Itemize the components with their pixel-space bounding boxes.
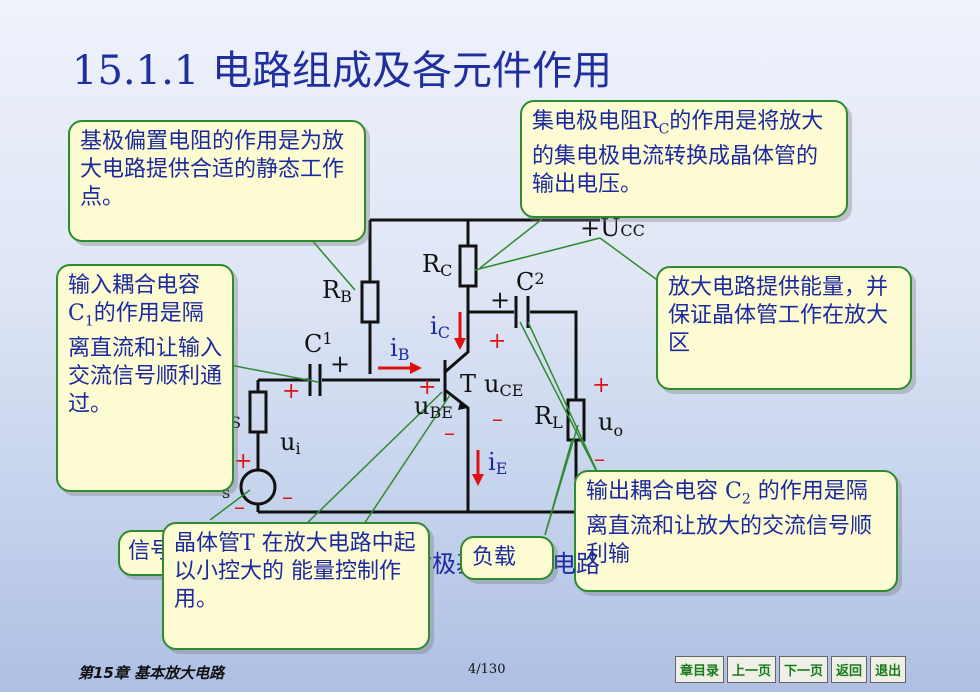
rs-resistor [248,390,268,434]
callout-transistor: 晶体管T 在放大电路中起以小控大的 能量控制作用。 [162,522,430,650]
pointer-load [544,424,579,536]
label-uo: uo [598,408,623,440]
label-rb: RB [322,276,352,306]
toc-button[interactable]: 章目录 [675,656,725,683]
polarity-us-minus: – [234,495,245,520]
emitter-arrow [458,402,468,410]
pointer-c1 [229,364,319,383]
callout-rb: 基极偏置电阻的作用是为放大电路提供合适的静态工作点。 [68,120,366,242]
label-rc: RC [422,250,452,280]
polarity-us-plus: + [234,449,252,474]
pointer-vcc [474,237,661,283]
label-ui: ui [280,428,301,458]
rc-resistor [458,244,478,288]
label-rl: RL [534,402,563,432]
pointer-rb [309,237,356,291]
polarity-ube-plus: + [418,375,436,400]
pointer-transistor [299,391,451,531]
callout-load: 负载 [460,536,554,580]
polarity-uo-plus: + [592,373,610,398]
label-c2: C2 [516,268,545,296]
transistor-collector [444,330,470,374]
label-uce: uCE [484,370,523,400]
chapter-label: 第15章 基本放大电路 [78,664,225,682]
exit-button[interactable]: 退出 [870,656,907,683]
label-t: T [460,370,476,398]
label-ib: iB [390,334,409,364]
back-button[interactable]: 返回 [831,656,868,683]
polarity-ube-minus: – [444,421,455,446]
pointer-c2 [519,321,601,479]
label-c2-plus: + [490,286,510,314]
pointer-signal [209,489,251,521]
next-button[interactable]: 下一页 [779,656,829,683]
signal-source [239,468,277,506]
callout-rc: 集电极电阻RC的作用是将放大的集电极电流转换成晶体管的输出电压。 [520,100,848,218]
label-c1-plus: + [330,350,350,378]
polarity-ui-minus: – [282,485,293,510]
polarity-uce-plus: + [488,329,506,354]
polarity-uce-minus: – [492,407,503,432]
label-c1: C1 [304,329,333,358]
callout-vcc: 放大电路提供能量，并保证晶体管工作在放大区 [656,266,912,390]
page-number: 4/130 [468,662,506,677]
c2-plates [514,296,530,328]
polarity-uo-minus: – [594,447,605,472]
rl-resistor [566,398,586,442]
label-ic: iC [430,312,450,342]
polarity-ui-plus: + [282,379,300,404]
label-us: s [222,483,230,502]
callout-c2: 输出耦合电容 C2 的作用是隔离直流和让放大的交流信号顺利输 [574,470,898,592]
label-ube: uBE [414,392,453,422]
slide-title: 15.1.1 电路组成及各元件作用 [72,48,612,94]
prev-button[interactable]: 上一页 [727,656,777,683]
nav-bar: 章目录 上一页 下一页 返回 退出 [675,656,909,683]
label-vcc: +UCC [580,214,645,242]
callout-c1: 输入耦合电容C1的作用是隔离直流和让输入交流信号顺利通过。 [56,264,234,492]
rb-resistor [360,280,380,324]
label-ie: iE [488,448,507,478]
